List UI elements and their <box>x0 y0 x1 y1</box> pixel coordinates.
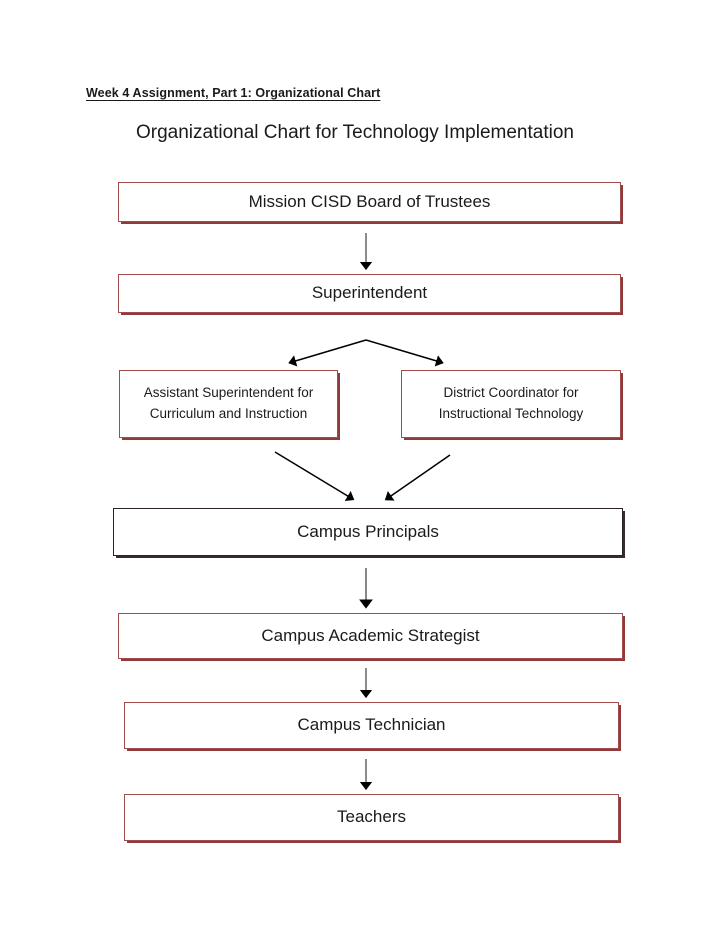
node-label: Campus Principals <box>297 521 439 541</box>
node-label-line2: Instructional Technology <box>438 406 584 421</box>
node-label: Teachers <box>337 807 406 827</box>
edge-superintendent-to-assistant <box>288 339 367 367</box>
node-campus-academic-strategist[interactable]: Campus Academic Strategist <box>118 613 623 659</box>
node-campus-technician[interactable]: Campus Technician <box>124 702 619 749</box>
node-teachers[interactable]: Teachers <box>124 794 619 841</box>
edge-coordinator-to-principals <box>384 454 451 501</box>
node-label: Assistant Superintendent for Curriculum … <box>134 383 324 425</box>
node-label-line1: District Coordinator for <box>443 385 579 401</box>
node-label-line2: Curriculum and Instruction <box>149 406 308 421</box>
node-campus-principals[interactable]: Campus Principals <box>113 508 623 556</box>
page-title: Organizational Chart for Technology Impl… <box>136 122 574 143</box>
node-label: Campus Technician <box>297 715 446 735</box>
node-district-coordinator[interactable]: District Coordinator for Instructional T… <box>401 370 621 438</box>
node-label-line1: Assistant Superintendent for <box>143 385 314 401</box>
node-superintendent[interactable]: Superintendent <box>118 274 621 313</box>
edge-superintendent-to-coordinator <box>365 339 444 367</box>
edge-assistant-to-principals <box>274 451 355 501</box>
node-board-of-trustees[interactable]: Mission CISD Board of Trustees <box>118 182 621 222</box>
node-assistant-superintendent[interactable]: Assistant Superintendent for Curriculum … <box>119 370 338 438</box>
assignment-heading: Week 4 Assignment, Part 1: Organizationa… <box>86 86 381 100</box>
node-label: Mission CISD Board of Trustees <box>248 191 491 211</box>
node-label: District Coordinator for Instructional T… <box>429 383 594 425</box>
node-label: Superintendent <box>311 283 428 303</box>
node-label: Campus Academic Strategist <box>261 625 480 645</box>
